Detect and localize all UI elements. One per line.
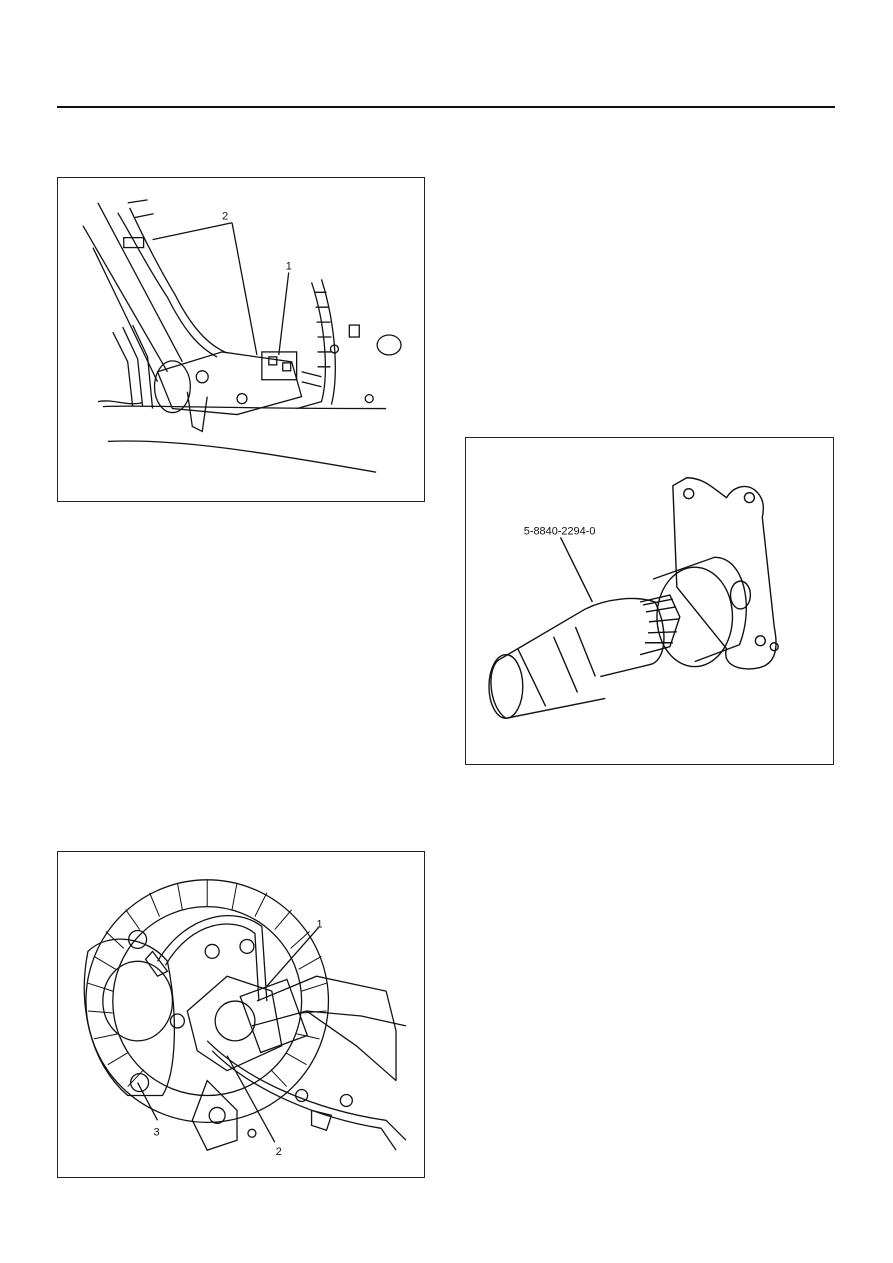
figure-special-tool: 5-8840-2294-0 <box>465 437 834 765</box>
illustration-brake-pipe-bracket: 2 1 <box>82 199 402 473</box>
tool-number-label: 5-8840-2294-0 <box>524 525 596 537</box>
figure-brake-pipe-bracket: 2 1 <box>57 177 425 502</box>
illustration-brake-caliper: 1 3 2 <box>83 879 407 1158</box>
header-rule <box>57 106 835 108</box>
callout-2: 2 <box>222 211 228 223</box>
figure-brake-caliper: 1 3 2 <box>57 851 425 1178</box>
callout-3: 3 <box>154 1126 160 1138</box>
illustration-special-tool: 5-8840-2294-0 <box>488 477 779 720</box>
callout-1: 1 <box>286 260 292 272</box>
callout-1: 1 <box>317 919 323 931</box>
callout-2: 2 <box>276 1146 282 1158</box>
